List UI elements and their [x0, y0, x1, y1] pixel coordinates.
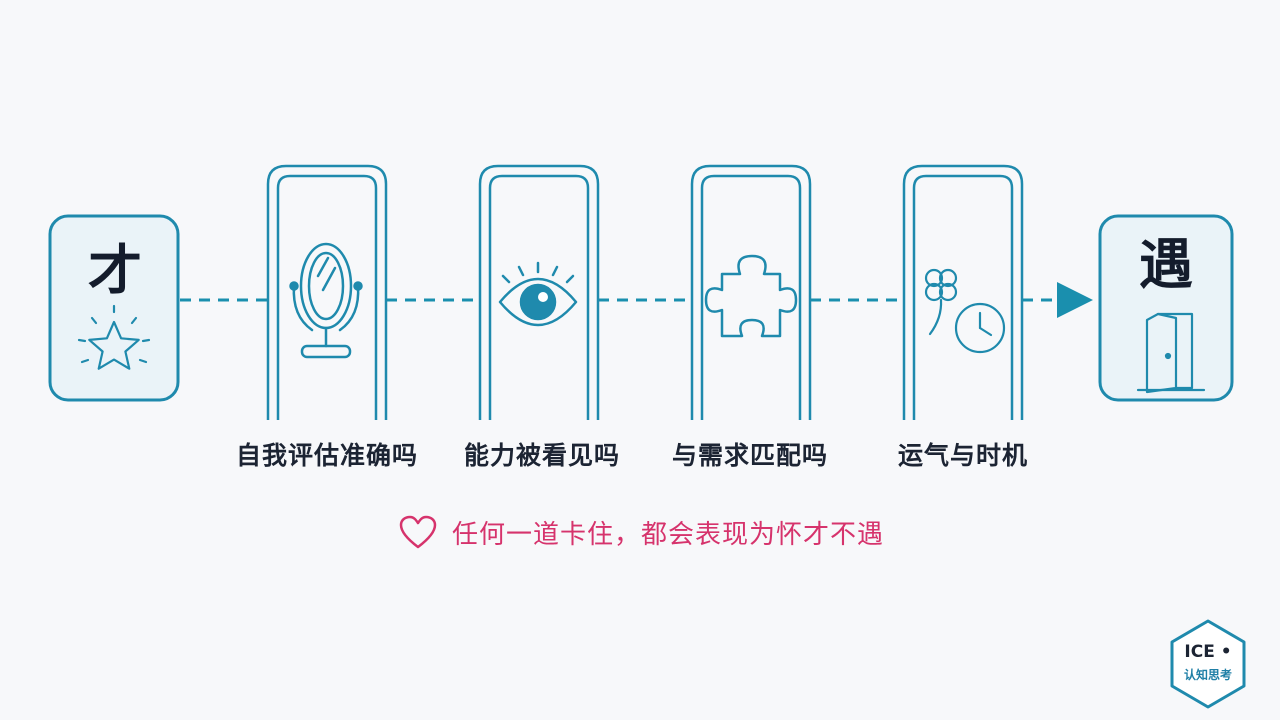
hexagon-badge-icon [1170, 619, 1246, 709]
open-door-icon [1136, 312, 1206, 394]
gate-frame-2 [478, 164, 600, 420]
gate-label-4: 运气与时机 [897, 441, 1028, 470]
clover-and-clock-icon [924, 268, 1006, 354]
gate-label-2: 能力被看见吗 [463, 441, 620, 470]
puzzle-piece-icon [704, 254, 798, 338]
heart-icon [399, 515, 437, 549]
gate-frames [266, 164, 1024, 420]
end-character: 遇 [1139, 233, 1193, 296]
eye-icon [498, 261, 578, 327]
gate-frame-1 [266, 164, 388, 420]
gate-frame-3 [690, 164, 812, 420]
tagline-text: 任何一道卡住，都会表现为怀才不遇 [452, 519, 885, 550]
logo-main-text: ICE • [1184, 642, 1232, 662]
end-box [1098, 214, 1234, 402]
gate-frame-4 [902, 164, 1024, 420]
tagline: 任何一道卡住，都会表现为怀才不遇 [398, 510, 884, 554]
logo-sub-text: 认知思考 [1183, 668, 1232, 682]
mirror-icon [289, 242, 363, 359]
gate-label-1: 自我评估准确吗 [235, 441, 418, 470]
star-icon [77, 304, 151, 370]
ice-logo: ICE • 认知思考 [1168, 618, 1248, 710]
start-character: 才 [88, 239, 142, 302]
gate-label-3: 与需求匹配吗 [671, 441, 828, 470]
